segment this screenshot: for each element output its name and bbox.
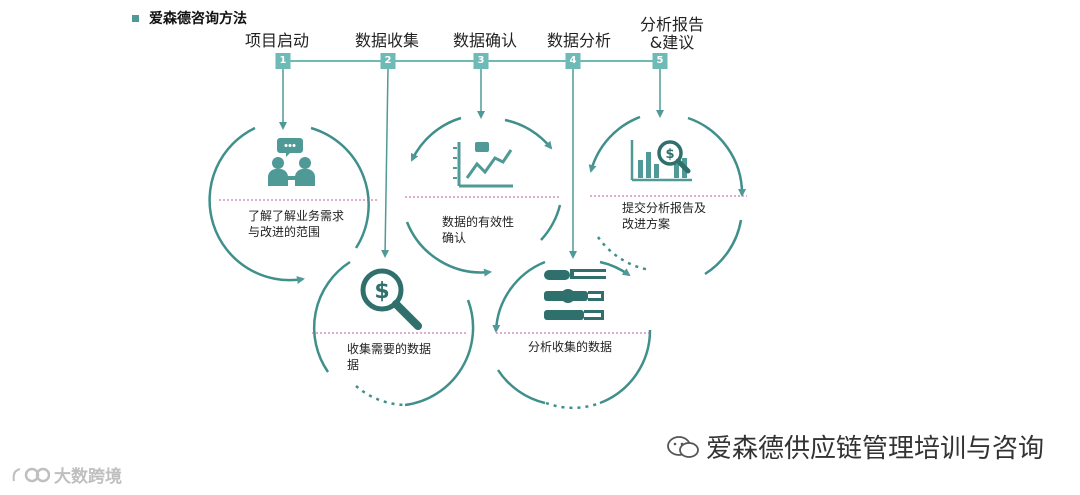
logo-text: 大数跨境 [54,467,122,487]
step-5-label: 分析报告 &建议 [640,16,704,52]
circle-2-text-line2: 据 [347,358,360,372]
circle-5-text-line1: 提交分析报告及 [622,201,707,215]
circle-5-text: 提交分析报告及 改进方案 [622,200,706,232]
step-5-label-line2: &建议 [649,33,695,52]
circle-1-text: 了解了解业务需求 与改进的范围 [248,208,344,240]
trend-chart-icon [453,142,513,188]
step-2-label: 数据收集 [354,31,420,50]
step-5-badge: 5 [652,53,668,69]
brand-logo: 大数跨境 [10,462,122,487]
dollar-chart-magnifier-icon: $ [630,140,692,182]
circle-3-text-line2: 确认 [442,231,467,245]
step-1-badge: 1 [275,53,291,69]
circle-1-text-line1: 了解了解业务需求 [248,209,345,223]
circle-4-text: 分析收集的数据 [528,339,612,355]
wechat-watermark: 爱森德供应链管理培训与咨询 [666,428,1044,465]
circle-1-text-line2: 与改进的范围 [248,225,321,239]
watermark-text: 爱森德供应链管理培训与咨询 [705,434,1044,464]
circle-5-text-line2: 改进方案 [622,217,671,231]
step-2-badge: 2 [380,53,396,69]
logo-icon [12,467,50,482]
svg-text:$: $ [374,279,389,304]
step-4-label: 数据分析 [546,31,612,50]
step-4-badge: 4 [565,53,581,69]
ring-4 [492,260,652,410]
connector-2 [381,67,390,258]
circle-2-text-line1: 收集需要的数据 [347,342,432,356]
ring-5 [588,115,747,276]
circle-3-text: 数据的有效性 确认 [442,214,514,246]
svg-text:$: $ [665,147,674,162]
section-title: 爱森德咨询方法 [132,8,247,28]
ring-1 [208,126,370,284]
gauge-bars-icon [544,269,606,320]
section-title-text: 爱森德咨询方法 [149,11,247,27]
bullet-square [132,14,139,22]
circle-3-text-line1: 数据的有效性 [442,215,515,229]
circle-2-text: 收集需要的数据 据 [347,341,431,373]
meeting-people-icon [268,138,315,186]
step-3-badge: 3 [473,53,489,69]
circle-4-text-line1: 分析收集的数据 [528,340,613,354]
dollar-magnifier-icon: $ [360,268,422,330]
ring-2 [312,260,475,407]
step-5-label-line1: 分析报告 [639,15,705,34]
wechat-icon [667,435,699,458]
ring-3 [405,116,562,277]
step-3-label: 数据确认 [452,31,518,50]
step-1-label: 项目启动 [244,31,310,50]
